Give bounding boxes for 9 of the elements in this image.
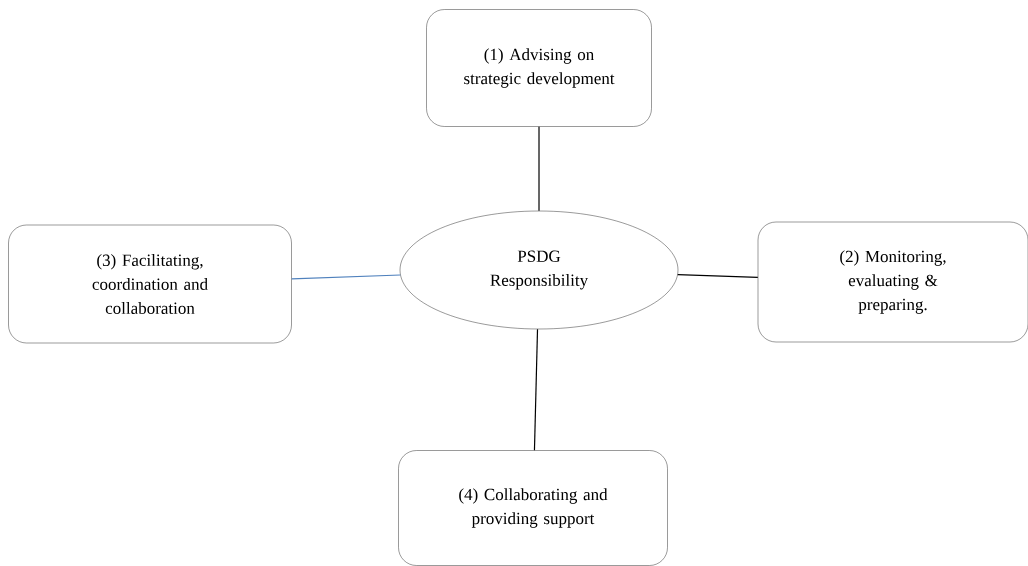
rounded-box: (4) Collaborating and providing support: [398, 450, 668, 566]
rounded-box: (2) Monitoring, evaluating & preparing.: [757, 221, 1028, 343]
rounded-box: (3) Facilitating, coordination and collaboration: [8, 224, 292, 344]
connector-line: [533, 328, 539, 451]
connector-line: [677, 274, 759, 279]
connector-line: [291, 274, 401, 280]
rounded-box: (1) Advising on strategic development: [426, 9, 652, 127]
ellipse-node: PSDG Responsibility: [399, 210, 679, 330]
connector-line: [538, 126, 540, 212]
